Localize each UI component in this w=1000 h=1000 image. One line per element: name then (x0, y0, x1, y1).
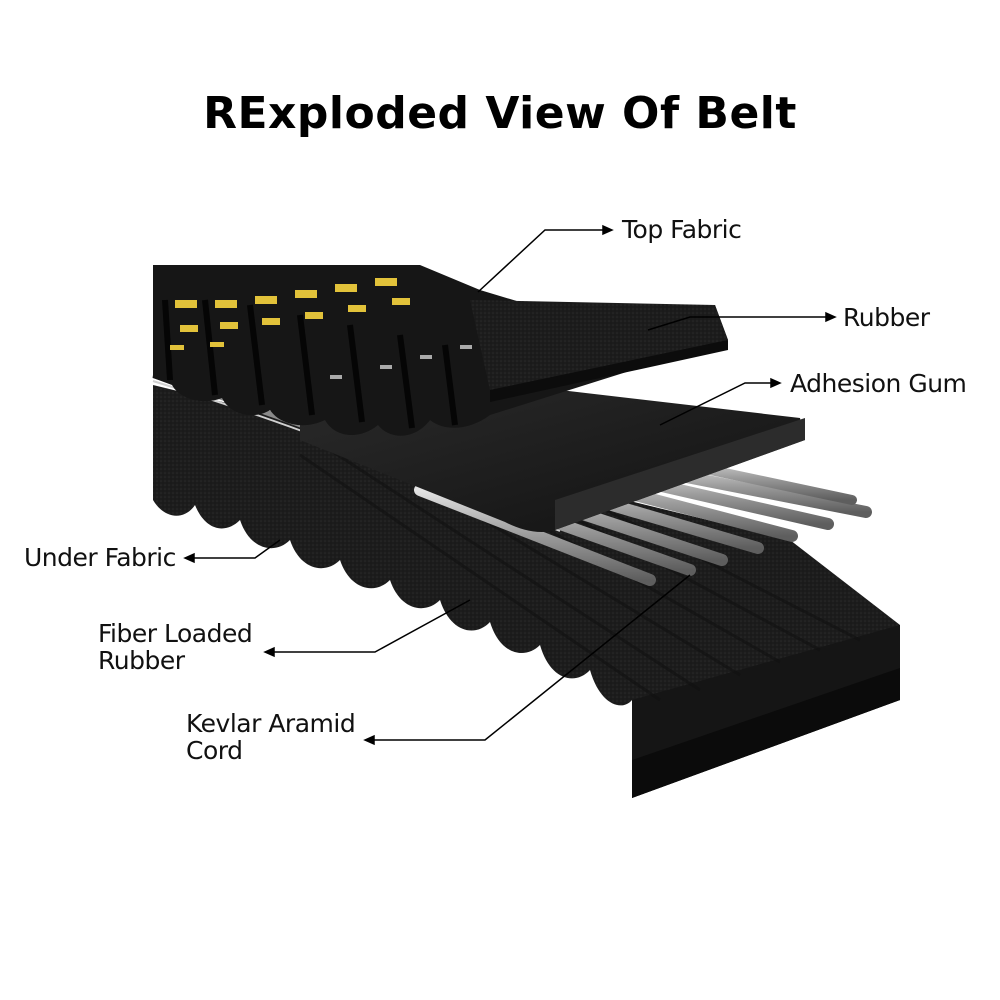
adhesion-gum-layer (300, 390, 805, 533)
diagram-title: RExploded View Of Belt (203, 88, 797, 139)
label-kevlar-aramid-cord: Kevlar Aramid Cord (186, 709, 356, 765)
printed-marks (170, 278, 410, 350)
label-under-fabric: Under Fabric (24, 543, 176, 572)
label-kevlar-line1: Kevlar Aramid (186, 709, 356, 738)
top-fabric-cog-section (153, 265, 728, 436)
label-adhesion-gum: Adhesion Gum (790, 369, 967, 398)
label-fiber-loaded-rubber-line1: Fiber Loaded (98, 619, 253, 648)
label-rubber: Rubber (843, 303, 930, 332)
leader-lines (183, 224, 837, 746)
label-fiber-loaded-rubber: Fiber Loaded Rubber (98, 619, 253, 675)
label-top-fabric: Top Fabric (622, 215, 742, 244)
fiber-loaded-rubber-body (153, 385, 900, 798)
label-kevlar-line2: Cord (186, 736, 243, 765)
label-fiber-loaded-rubber-line2: Rubber (98, 646, 185, 675)
